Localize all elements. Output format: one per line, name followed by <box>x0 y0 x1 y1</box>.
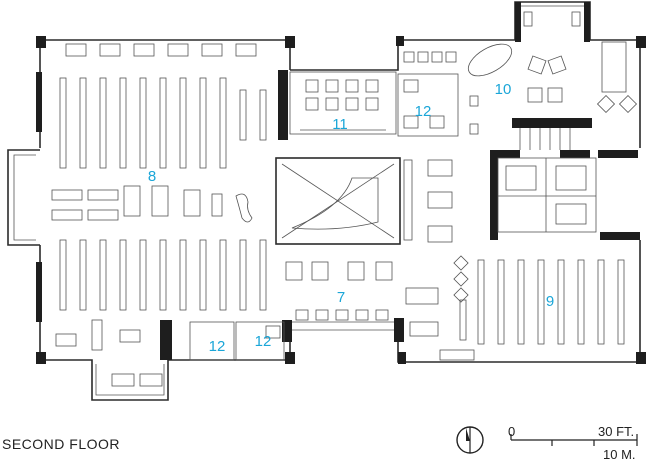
scale-meters-label: 10 M. <box>603 447 636 462</box>
north-arrow-icon <box>456 426 484 454</box>
room-number-12-south-west: 12 <box>209 338 226 355</box>
room-number-7: 7 <box>337 289 345 306</box>
room-number-8: 8 <box>148 168 156 185</box>
west-reading-room <box>51 43 267 387</box>
room-number-10: 10 <box>495 81 512 98</box>
rooms-12-south <box>189 321 285 361</box>
service-core <box>497 128 597 233</box>
structural-columns <box>36 2 646 364</box>
room-number-9: 9 <box>546 293 554 310</box>
room-number-12-south-east: 12 <box>255 333 272 350</box>
room-10-lounge <box>467 11 638 135</box>
room-number-12-north: 12 <box>415 103 432 120</box>
floor-title: SECOND FLOOR <box>2 436 120 452</box>
room-9-stacks <box>439 255 625 361</box>
scale-bar <box>510 434 638 446</box>
room-number-11: 11 <box>332 116 348 133</box>
room-11-lab <box>289 71 397 135</box>
room-7-reading <box>285 261 439 337</box>
scale-feet-label: 30 FT. <box>598 424 634 439</box>
exterior-walls <box>7 1 641 401</box>
room-12-north <box>397 51 459 137</box>
scale-zero-label: 0 <box>508 424 515 439</box>
central-stair <box>275 157 453 245</box>
